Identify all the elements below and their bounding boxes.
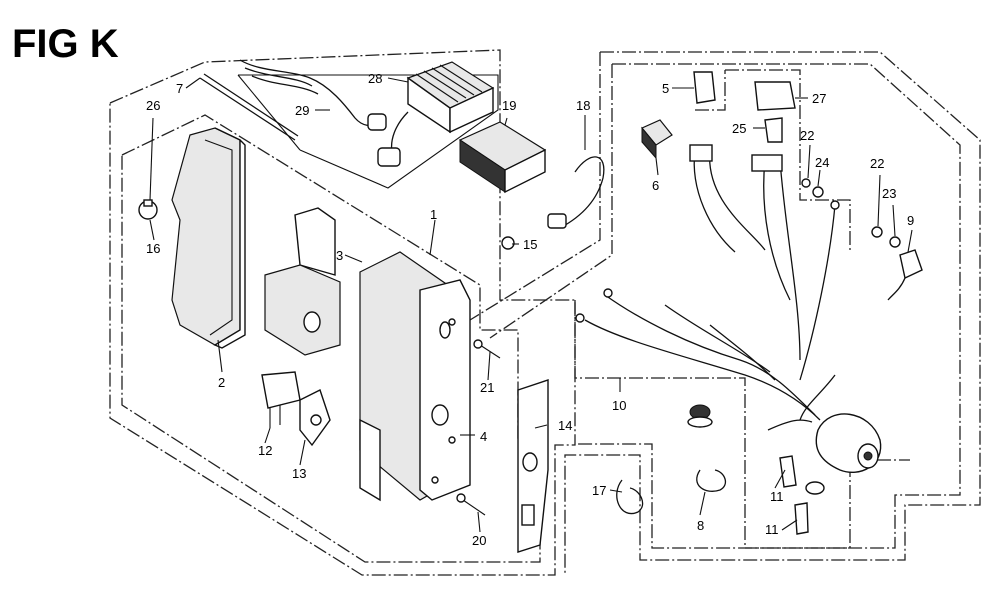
callout-26: 26 <box>146 98 160 113</box>
tie-11-parts <box>779 455 825 535</box>
callout-9: 9 <box>907 213 914 228</box>
callout-4: 4 <box>480 429 487 444</box>
clamp-18-part <box>547 156 605 229</box>
clip-17-part <box>616 479 644 515</box>
socket-6-part <box>641 119 673 160</box>
callout-11b: 11 <box>765 522 779 537</box>
callout-1: 1 <box>430 207 437 222</box>
callout-20: 20 <box>472 533 486 548</box>
hardware-small-parts <box>801 178 923 301</box>
callout-21: 21 <box>480 380 494 395</box>
panel-cover-part <box>171 127 246 349</box>
callout-8: 8 <box>697 518 704 533</box>
callout-3: 3 <box>336 248 343 263</box>
callout-2: 2 <box>218 375 225 390</box>
callout-10: 10 <box>612 398 626 413</box>
callout-5: 5 <box>662 81 669 96</box>
callout-22a: 22 <box>800 128 814 143</box>
bracket-part <box>264 207 341 356</box>
callout-15: 15 <box>523 237 537 252</box>
regulator-part <box>406 61 495 134</box>
nut-15-part <box>501 236 515 250</box>
callout-16: 16 <box>146 241 160 256</box>
callout-13: 13 <box>292 466 306 481</box>
callout-17: 17 <box>592 483 606 498</box>
solenoid-part <box>815 413 882 474</box>
clip-8-part <box>696 469 727 492</box>
callout-24: 24 <box>815 155 829 170</box>
figure-title: FIG K <box>12 22 119 66</box>
regulator-box <box>199 59 547 194</box>
bolt-16-part <box>138 199 158 220</box>
switch-12-part <box>261 371 301 428</box>
callout-27: 27 <box>812 91 826 106</box>
callout-29: 29 <box>295 103 309 118</box>
callout-25: 25 <box>732 121 746 136</box>
callout-6: 6 <box>652 178 659 193</box>
callout-18: 18 <box>576 98 590 113</box>
grommet-part <box>687 404 713 428</box>
callout-11a: 11 <box>770 489 784 504</box>
callout-19: 19 <box>502 98 516 113</box>
leader-lines <box>149 77 913 533</box>
fuse-part <box>764 117 783 143</box>
callout-labels: 1 2 3 4 5 6 7 8 9 10 11 11 12 13 14 15 1… <box>146 71 914 548</box>
callout-28: 28 <box>368 71 382 86</box>
callout-14: 14 <box>558 418 572 433</box>
callout-12: 12 <box>258 443 272 458</box>
breaker-13-part <box>299 389 331 447</box>
plate-part <box>517 379 549 553</box>
wire-harness-part <box>575 144 840 431</box>
screw-20-part <box>456 493 486 516</box>
callout-22b: 22 <box>870 156 884 171</box>
callout-7: 7 <box>176 81 183 96</box>
relay-5-part <box>693 71 716 104</box>
control-box-part <box>359 251 471 502</box>
screw-21-part <box>473 339 501 359</box>
fuse-cover-part <box>754 81 796 111</box>
callout-23: 23 <box>882 186 896 201</box>
